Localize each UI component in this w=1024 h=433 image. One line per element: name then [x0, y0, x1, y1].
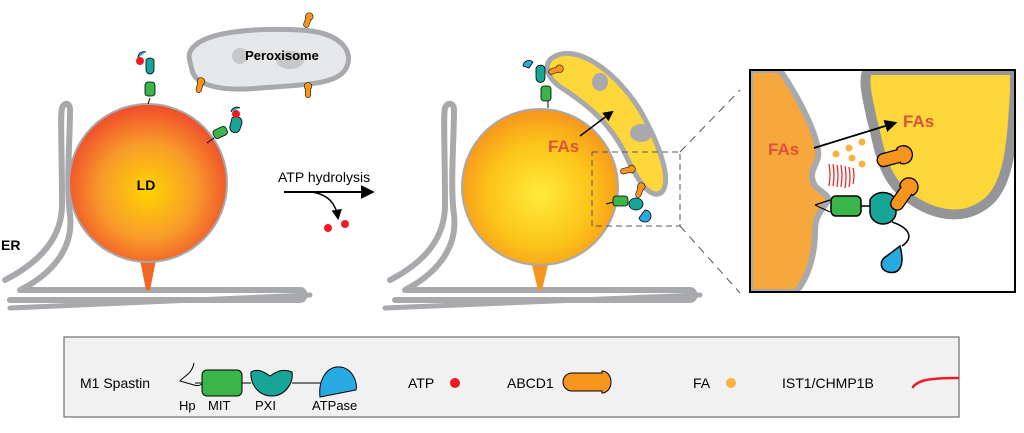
legend-domain-mit: MIT — [208, 398, 230, 413]
legend-domain-hp: Hp — [179, 398, 196, 413]
inset-peroxisome — [860, 70, 1015, 220]
inset-panel: FAs FAs — [749, 69, 1016, 293]
fa-dot — [858, 138, 866, 146]
pxi-domain-icon — [250, 369, 293, 397]
ld-label: LD — [137, 177, 156, 193]
fa-dot — [845, 144, 853, 152]
atp-released — [341, 220, 349, 228]
atp-bound — [136, 57, 144, 65]
ld-stalk-middle — [532, 265, 548, 290]
spastin-molecule — [136, 51, 156, 105]
left-panel: Peroxisome LD ER — [1, 11, 351, 311]
inset-mit-domain — [830, 195, 862, 217]
er-membrane-left — [2, 100, 308, 303]
ld-stalk-left — [140, 260, 156, 290]
ist1-chmp1b-filaments — [828, 163, 855, 189]
spastin-abcd1-complex — [522, 60, 565, 108]
fa-icon — [726, 378, 736, 388]
inset-pxi-domain — [869, 191, 897, 225]
inset-transfer-arrow — [813, 119, 898, 149]
fas-label-inset-source: FAs — [768, 140, 799, 159]
peroxisome-left — [186, 26, 351, 92]
er-membrane-middle — [387, 100, 698, 303]
inset-lipid-droplet — [750, 70, 832, 292]
atp-hydrolysis-step: ATP hydrolysis — [278, 169, 375, 232]
atp-icon — [450, 378, 460, 388]
abcd1-icon — [562, 370, 612, 394]
atpase-domain-icon — [319, 366, 357, 398]
peroxisome-label: Peroxisome — [245, 48, 319, 63]
legend: M1 Spastin Hp MIT PXI ATPase ATP ABCD1 F… — [63, 336, 960, 418]
fa-dot — [858, 160, 866, 168]
legend-abcd1-label: ABCD1 — [507, 375, 554, 391]
legend-domain-atpase: ATPase — [312, 398, 357, 413]
fas-label-middle: FAs — [548, 137, 579, 156]
peroxisome-middle — [544, 51, 668, 197]
legend-domain-pxi: PXI — [255, 398, 276, 413]
legend-spastin-label: M1 Spastin — [80, 375, 150, 391]
legend-ist1-label: IST1/CHMP1B — [782, 375, 874, 391]
atp-released — [324, 224, 332, 232]
inset-frame — [749, 69, 1016, 293]
fa-dot — [848, 154, 856, 162]
fas-label-inset-target: FAs — [903, 112, 934, 131]
er-label: ER — [1, 237, 20, 253]
fa-dot — [832, 150, 840, 158]
legend-atp-label: ATP — [408, 375, 434, 391]
spastin-abcd1-complex — [605, 164, 652, 223]
atp-hydrolysis-label: ATP hydrolysis — [278, 169, 370, 185]
lipid-droplet-middle — [461, 108, 619, 266]
zoom-region-box — [591, 151, 681, 227]
legend-fa-label: FA — [693, 375, 711, 391]
abcd1-transporter — [301, 11, 315, 29]
abcd1-transporter — [303, 82, 313, 98]
release-arrow — [311, 191, 342, 221]
atp-bound — [232, 110, 240, 118]
inset-atpase-domain — [880, 244, 903, 274]
middle-panel: FAs — [382, 51, 741, 311]
fa-transfer-arrow — [579, 110, 614, 137]
mit-domain-icon — [201, 369, 243, 397]
ist1-chmp1b-icon — [911, 376, 960, 389]
spastin-molecule — [206, 106, 243, 144]
